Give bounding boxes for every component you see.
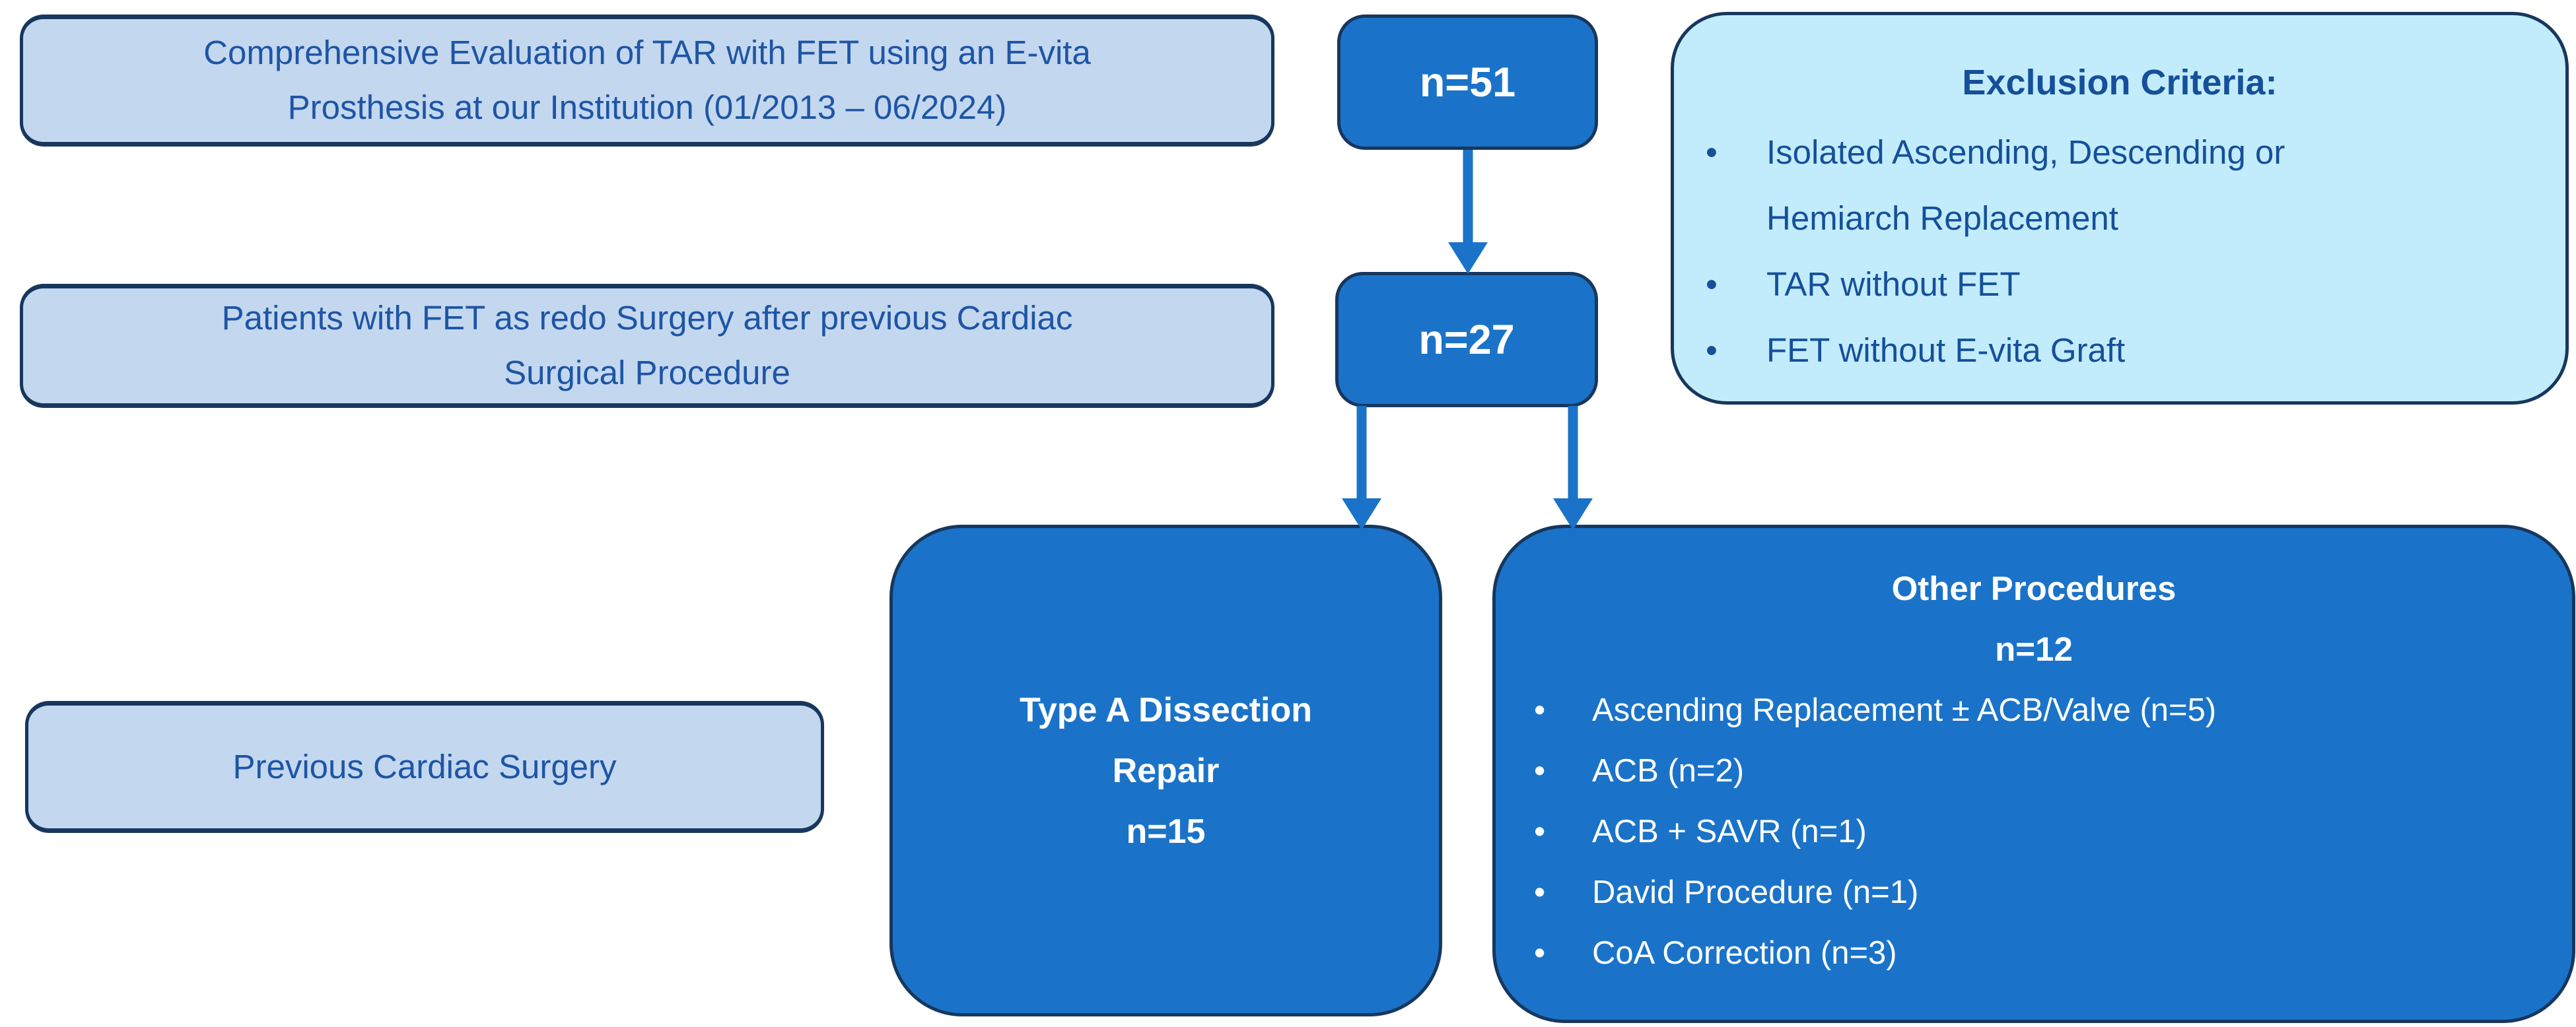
bullet-icon: • (1706, 133, 1718, 171)
exclusion-criteria-title: Exclusion Criteria: (1962, 63, 2278, 102)
bullet-icon: • (1706, 331, 1718, 369)
exclusion-item: • TAR without FET (1674, 251, 2565, 317)
other-procedure-item: • David Procedure (n=1) (1496, 862, 2572, 923)
n51-count-box: n=51 (1337, 15, 1598, 150)
bullet-icon: • (1534, 935, 1546, 971)
arrow-head (1342, 498, 1381, 530)
bullet-icon: • (1706, 265, 1718, 303)
other-procedure-item: • ACB (n=2) (1496, 741, 2572, 801)
arrow-shaft (1568, 406, 1578, 501)
other-procedures-list: • Ascending Replacement ± ACB/Valve (n=5… (1496, 680, 2572, 983)
other-procedure-item: • ACB + SAVR (n=1) (1496, 801, 2572, 862)
other-procedures-title: Other Procedures (1891, 570, 2176, 607)
other-procedure-item-text: David Procedure (n=1) (1592, 875, 1919, 910)
other-procedure-item-text: ACB + SAVR (n=1) (1592, 814, 1867, 849)
exclusion-item-text: TAR without FET (1766, 265, 2021, 303)
bullet-icon: • (1534, 814, 1546, 849)
study-population-box: Comprehensive Evaluation of TAR with FET… (20, 15, 1274, 147)
arrow-head (1553, 498, 1593, 530)
previous-cardiac-surgery-box: Previous Cardiac Surgery (25, 701, 824, 833)
other-procedures-count: n=12 (1995, 630, 2073, 668)
other-procedure-item-text: ACB (n=2) (1592, 753, 1745, 789)
exclusion-item-text: FET without E-vita Graft (1766, 331, 2126, 369)
redo-surgery-population-box: Patients with FET as redo Surgery after … (20, 284, 1274, 408)
bullet-icon: • (1534, 875, 1546, 910)
arrow-head (1448, 242, 1488, 274)
arrow-n27-to-type-a-icon (1342, 406, 1381, 530)
type-a-dissection-repair-box: Type A Dissection Repair n=15 (889, 525, 1442, 1016)
exclusion-item-text: Isolated Ascending, Descending or Hemiar… (1766, 133, 2285, 237)
exclusion-criteria-box: Exclusion Criteria: • Isolated Ascending… (1671, 12, 2569, 405)
exclusion-item: • Isolated Ascending, Descending or Hemi… (1674, 119, 2565, 251)
bullet-icon: • (1534, 753, 1546, 789)
bullet-icon: • (1534, 692, 1546, 728)
type-a-dissection-repair-text: Type A Dissection Repair n=15 (1019, 690, 1313, 851)
other-procedure-item: • Ascending Replacement ± ACB/Valve (n=5… (1496, 680, 2572, 741)
other-procedure-item-text: Ascending Replacement ± ACB/Valve (n=5) (1592, 692, 2217, 728)
exclusion-item: • FET without E-vita Graft (1674, 317, 2565, 383)
other-procedure-item-text: CoA Correction (n=3) (1592, 935, 1897, 971)
n27-count-box: n=27 (1335, 272, 1598, 407)
arrow-shaft (1356, 406, 1367, 501)
arrow-shaft (1463, 150, 1473, 245)
arrow-n27-to-other-procedures-icon (1553, 406, 1593, 530)
other-procedure-item: • CoA Correction (n=3) (1496, 923, 2572, 983)
other-procedures-box: Other Procedures n=12 • Ascending Replac… (1492, 525, 2575, 1023)
arrow-n51-to-n27-icon (1448, 150, 1488, 274)
exclusion-criteria-list: • Isolated Ascending, Descending or Hemi… (1674, 119, 2565, 383)
